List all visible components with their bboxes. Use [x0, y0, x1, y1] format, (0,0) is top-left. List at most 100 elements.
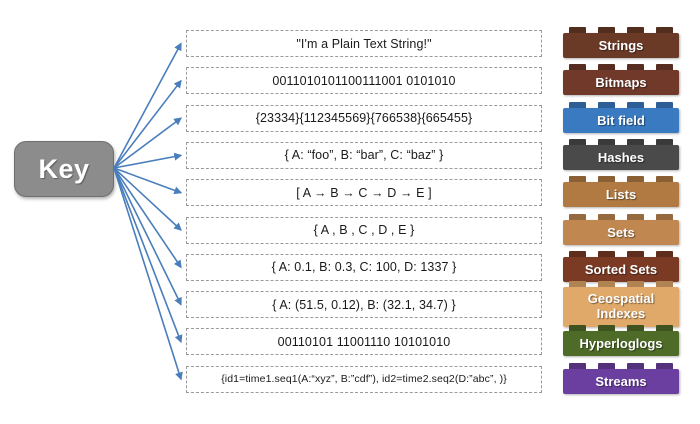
value-row: 0011010101100111001 0101010: [186, 67, 542, 95]
brick-stud-icon: [656, 101, 673, 108]
brick-body: Lists: [563, 182, 679, 208]
brick-stud-icon: [627, 64, 644, 71]
value-row: {id1=time1.seq1(A:“xyz”, B:”cdf”), id2=t…: [186, 365, 542, 393]
brick-stud-icon: [598, 362, 615, 369]
brick-stud-icon: [569, 27, 586, 33]
brick-stud-icon: [569, 101, 586, 108]
brick-body: Hyperloglogs: [563, 331, 679, 357]
value-row: { A: “foo”, B: “bar”, C: “baz” }: [186, 141, 542, 169]
brick-stud-icon: [627, 176, 644, 183]
value-row: "I'm a Plain Text String!": [186, 30, 542, 57]
brick-stud-icon: [598, 27, 615, 33]
brick-stud-icon: [656, 138, 673, 145]
value-row: { A , B , C , D , E }: [186, 216, 542, 244]
brick-body: Strings: [563, 33, 679, 58]
value-text: 00110101 11001110 10101010: [277, 334, 451, 349]
value-text: { A: (51.5, 0.12), B: (32.1, 34.7) }: [272, 297, 456, 312]
value-row: { A: (51.5, 0.12), B: (32.1, 34.7) }: [186, 291, 542, 319]
key-to-value-arrow: [113, 167, 182, 269]
key-to-value-arrow: [113, 42, 182, 169]
brick-stud-icon: [627, 250, 644, 257]
key-to-value-arrow: [113, 152, 183, 169]
brick-stud-icon: [656, 325, 673, 332]
brick-studs: [563, 280, 679, 287]
value-row: { A: 0.1, B: 0.3, C: 100, D: 1337 }: [186, 253, 542, 281]
brick-label: Geospatial: [587, 290, 655, 306]
key-to-value-arrow: [113, 167, 183, 195]
value-text: "I'm a Plain Text String!": [296, 36, 432, 51]
type-brick: Bit field: [563, 101, 679, 133]
brick-body: Sorted Sets: [563, 256, 679, 282]
brick-studs: [563, 362, 679, 369]
brick-stud-icon: [569, 64, 586, 71]
brick-label: Indexes: [596, 305, 646, 321]
value-text: [ A → B → C → D → E ]: [296, 185, 432, 200]
value-row: [ A → B → C → D → E ]: [186, 179, 542, 207]
brick-body: Streams: [563, 368, 679, 394]
type-brick: Sets: [563, 213, 679, 245]
brick-stud-icon: [569, 138, 586, 145]
value-text: { A: 0.1, B: 0.3, C: 100, D: 1337 }: [271, 260, 457, 275]
brick-stud-icon: [598, 138, 615, 145]
key-to-value-arrow: [113, 167, 183, 344]
brick-stud-icon: [627, 213, 644, 220]
type-brick: Bitmaps: [563, 64, 679, 96]
brick-label: Hashes: [597, 149, 645, 165]
brick-label: Streams: [595, 373, 647, 389]
brick-stud-icon: [569, 280, 586, 287]
brick-stud-icon: [598, 213, 615, 220]
brick-label: Sorted Sets: [584, 261, 658, 277]
brick-studs: [563, 325, 679, 332]
brick-body: Hashes: [563, 144, 679, 170]
brick-stud-icon: [598, 250, 615, 257]
value-text: 0011010101100111001 0101010: [272, 73, 456, 88]
key-to-value-arrow: [113, 79, 182, 169]
brick-stud-icon: [656, 27, 673, 33]
type-brick: Strings: [563, 27, 679, 58]
brick-studs: [563, 64, 679, 71]
key-to-value-arrow: [113, 167, 182, 231]
brick-stud-icon: [569, 362, 586, 369]
value-row: 00110101 11001110 10101010: [186, 328, 542, 356]
brick-stud-icon: [656, 250, 673, 257]
brick-body: Bit field: [563, 107, 679, 133]
value-text: { A , B , C , D , E }: [313, 223, 415, 237]
brick-stud-icon: [569, 250, 586, 257]
type-brick: Hyperloglogs: [563, 325, 679, 357]
type-brick: Hashes: [563, 138, 679, 170]
brick-stud-icon: [569, 325, 586, 332]
brick-stud-icon: [627, 325, 644, 332]
brick-stud-icon: [598, 101, 615, 108]
brick-stud-icon: [627, 138, 644, 145]
brick-body: Bitmaps: [563, 70, 679, 96]
key-label: Key: [38, 153, 90, 184]
brick-label: Sets: [607, 224, 635, 240]
brick-stud-icon: [598, 176, 615, 183]
brick-stud-icon: [569, 176, 586, 183]
brick-stud-icon: [598, 325, 615, 332]
key-to-value-arrow: [113, 117, 183, 169]
brick-label: Bitmaps: [595, 75, 647, 91]
brick-stud-icon: [656, 64, 673, 71]
value-row: {23334}{112345569}{766538}{665455}: [186, 104, 542, 132]
brick-label: Hyperloglogs: [579, 336, 663, 352]
type-brick: Lists: [563, 176, 679, 208]
brick-studs: [563, 176, 679, 183]
brick-stud-icon: [656, 362, 673, 369]
brick-stud-icon: [627, 101, 644, 108]
brick-stud-icon: [598, 280, 615, 287]
key-to-value-arrow: [113, 167, 183, 381]
type-brick: Streams: [563, 362, 679, 394]
brick-body: Sets: [563, 219, 679, 245]
brick-label: Lists: [605, 187, 637, 203]
brick-studs: [563, 213, 679, 220]
value-text: {23334}{112345569}{766538}{665455}: [255, 111, 473, 126]
brick-studs: [563, 250, 679, 257]
brick-label: Strings: [598, 38, 644, 53]
brick-stud-icon: [656, 213, 673, 220]
brick-studs: [563, 27, 679, 33]
brick-stud-icon: [598, 64, 615, 71]
value-text: { A: “foo”, B: “bar”, C: “baz” }: [284, 148, 444, 163]
